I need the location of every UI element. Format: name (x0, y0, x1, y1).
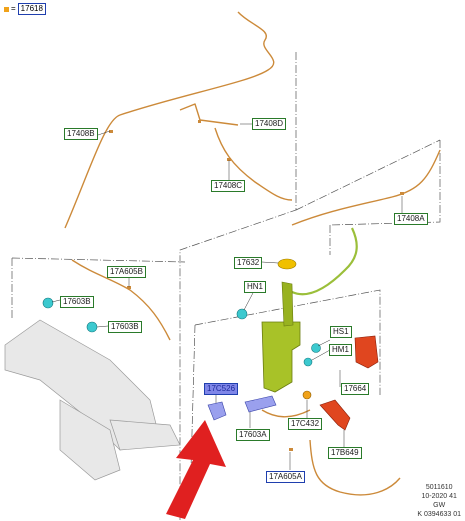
label-17408a[interactable]: 17408A (394, 213, 428, 225)
label-17603b-left[interactable]: 17603B (60, 296, 94, 308)
meta-code: 5011610 (425, 484, 453, 491)
washer-hoses (64, 11, 441, 496)
diagram-metadata: 5011610 10-2020 41 GW K 0394633 01 (417, 483, 461, 519)
meta-region: GW (433, 502, 446, 509)
label-17c526[interactable]: 17C526 (204, 383, 239, 395)
label-17632[interactable]: 17632 (234, 257, 263, 269)
label-hs1[interactable]: HS1 (330, 326, 352, 338)
label-17603b-right[interactable]: 17603B (108, 321, 142, 333)
washer-reservoir (261, 258, 301, 393)
leader-lines (51, 123, 403, 470)
hose-17408c (214, 127, 293, 201)
red-arrow (166, 420, 226, 519)
connector-17c432 (302, 390, 312, 400)
highlighted-parts (207, 395, 277, 421)
label-17b649[interactable]: 17B649 (328, 447, 362, 459)
legend-equals: = (11, 4, 16, 13)
label-17408b[interactable]: 17408B (64, 128, 98, 140)
label-hm1[interactable]: HM1 (329, 344, 352, 356)
legend: = 17618 (4, 3, 46, 15)
legend-ref: 17618 (17, 3, 46, 15)
hose-17408a (291, 149, 441, 226)
meta-doc: K 0394633 01 (417, 511, 461, 518)
washer-pumps (319, 335, 379, 431)
hose-17a605a (309, 439, 401, 496)
vehicle-structure (4, 319, 181, 481)
hose-feed (261, 409, 311, 418)
green-hose (291, 227, 358, 296)
label-17c432[interactable]: 17C432 (288, 418, 323, 430)
meta-date: 10-2020 41 (421, 493, 457, 500)
label-17a605a[interactable]: 17A605A (266, 471, 305, 483)
label-17603a[interactable]: 17603A (236, 429, 270, 441)
label-17664[interactable]: 17664 (341, 383, 370, 395)
hose-17a605b (71, 259, 171, 341)
legend-marker (4, 6, 9, 12)
label-17a605b[interactable]: 17A605B (107, 266, 146, 278)
label-17408c[interactable]: 17408C (211, 180, 246, 192)
label-17408d[interactable]: 17408D (252, 118, 287, 130)
hose-clips (109, 120, 404, 451)
washer-nozzles (42, 297, 321, 367)
hose-17408b (64, 11, 275, 229)
hose-17408d (179, 103, 239, 126)
label-hn1[interactable]: HN1 (244, 281, 267, 293)
